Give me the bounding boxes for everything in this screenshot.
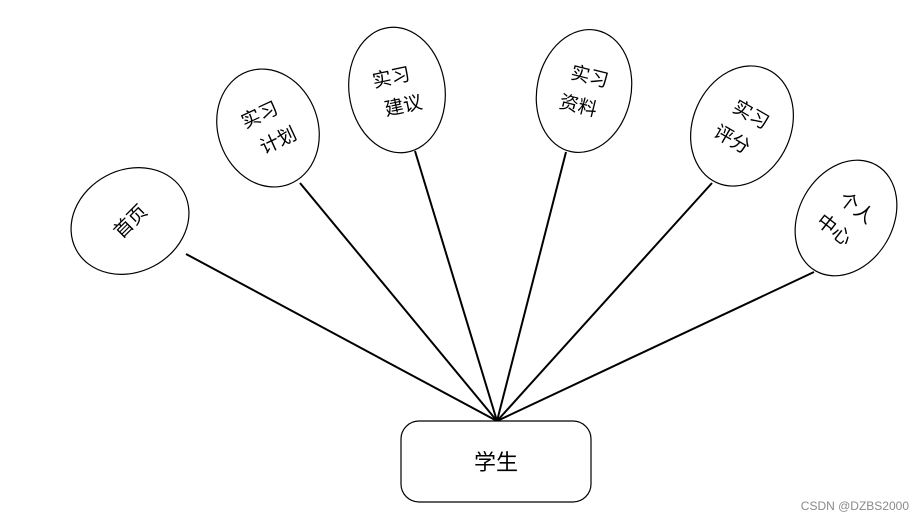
edge-internship-materials bbox=[496, 151, 567, 422]
node-internship-plan[interactable]: 实习 计划 bbox=[200, 55, 335, 202]
edge-internship-rating bbox=[496, 182, 713, 422]
node-internship-rating[interactable]: 实习 评分 bbox=[672, 49, 812, 202]
edge-internship-plan bbox=[299, 182, 498, 422]
node-internship-advice[interactable]: 实习 建议 bbox=[341, 21, 454, 159]
edge-home bbox=[185, 253, 498, 422]
root-node-student[interactable]: 学生 bbox=[400, 420, 592, 503]
node-internship-materials[interactable]: 实习 资料 bbox=[525, 21, 643, 162]
edge-internship-advice bbox=[414, 150, 498, 422]
edge-personal-center bbox=[496, 271, 815, 422]
watermark-text: CSDN @DZBS2000 bbox=[800, 499, 909, 513]
root-node-label: 学生 bbox=[474, 451, 518, 476]
node-personal-center[interactable]: 个人 中心 bbox=[775, 142, 917, 295]
node-home[interactable]: 首页 bbox=[52, 147, 208, 294]
